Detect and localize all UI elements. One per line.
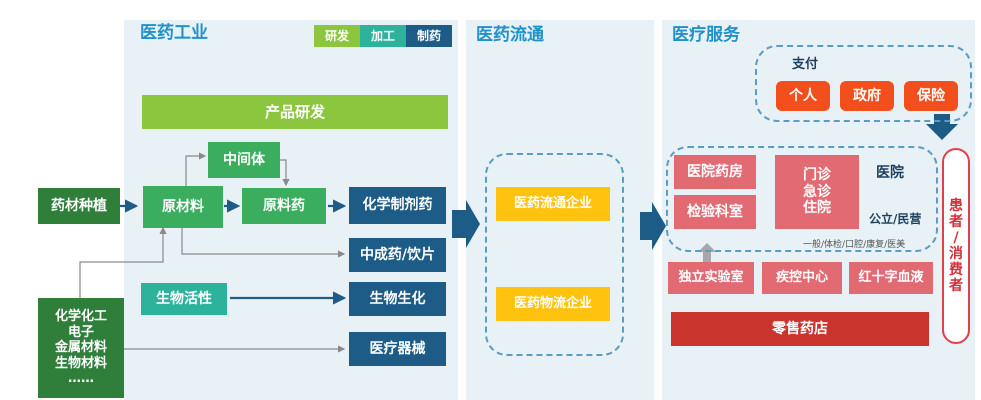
payment-insurance-box: 保险 [904,81,958,111]
legend-pharma: 制药 [406,25,452,47]
patient-char: 者 [949,213,963,230]
clinic-emergency: 急诊 [803,183,831,200]
industry-title: 医药工业 [140,23,208,43]
chem-prep-box: 化学制剂药 [349,187,446,224]
retail-pharmacy-box: 零售药店 [671,312,929,346]
planting-box: 药材种植 [38,188,120,224]
clinic-inpatient: 住院 [803,200,831,217]
input-item: 化学化工 [54,309,107,325]
patient-char: 患 [949,197,963,214]
api-box: 原料药 [242,188,326,224]
hospital-label: 医院 [876,165,904,181]
inputs-box: 化学化工 电子 金属材料 生物材料 …… [38,298,124,398]
service-title: 医疗服务 [672,25,740,45]
raw-material-box: 原材料 [143,186,223,228]
product-rd-box: 产品研发 [142,95,448,129]
distribution-title: 医药流通 [476,25,544,45]
input-item: …… [68,371,94,387]
distribution-group [485,153,624,356]
payment-label: 支付 [792,57,819,72]
payment-group [755,45,972,122]
bio-activity-box: 生物活性 [141,283,227,315]
clinic-outpatient: 门诊 [803,166,831,183]
tcm-box: 中成药/饮片 [349,238,446,272]
red-cross-box: 红十字血液 [849,262,933,294]
patient-char: 者 [949,278,963,295]
intermediate-box: 中间体 [208,142,280,178]
ownership-label: 公立/民营 [869,212,922,226]
hospital-group [666,146,938,252]
patient-char: / [953,229,959,246]
cdc-box: 疾控中心 [762,262,842,294]
hospital-types-label: 一般/体检/口腔/康复/医美 [803,240,906,250]
clinic-box: 门诊 急诊 住院 [775,155,859,229]
payment-government-box: 政府 [840,81,894,111]
logistics-company-box: 医药物流企业 [496,287,610,321]
patient-char: 消 [949,246,963,262]
device-box: 医疗器械 [349,332,446,366]
patient-consumer-box: 患 者 / 消 费 者 [942,148,970,344]
legend-processing: 加工 [360,25,406,47]
input-item: 电子 [67,324,94,340]
legend-rd: 研发 [314,25,360,47]
hospital-pharmacy-box: 医院药房 [674,155,756,189]
bio-chem-box: 生物生化 [349,282,446,316]
payment-individual-box: 个人 [776,81,830,111]
independent-lab-box: 独立实验室 [668,262,754,294]
lab-dept-box: 检验科室 [674,195,756,229]
input-item: 生物材料 [54,355,107,371]
patient-char: 费 [949,262,963,279]
input-item: 金属材料 [54,340,107,356]
distribution-company-box: 医药流通企业 [496,187,610,221]
